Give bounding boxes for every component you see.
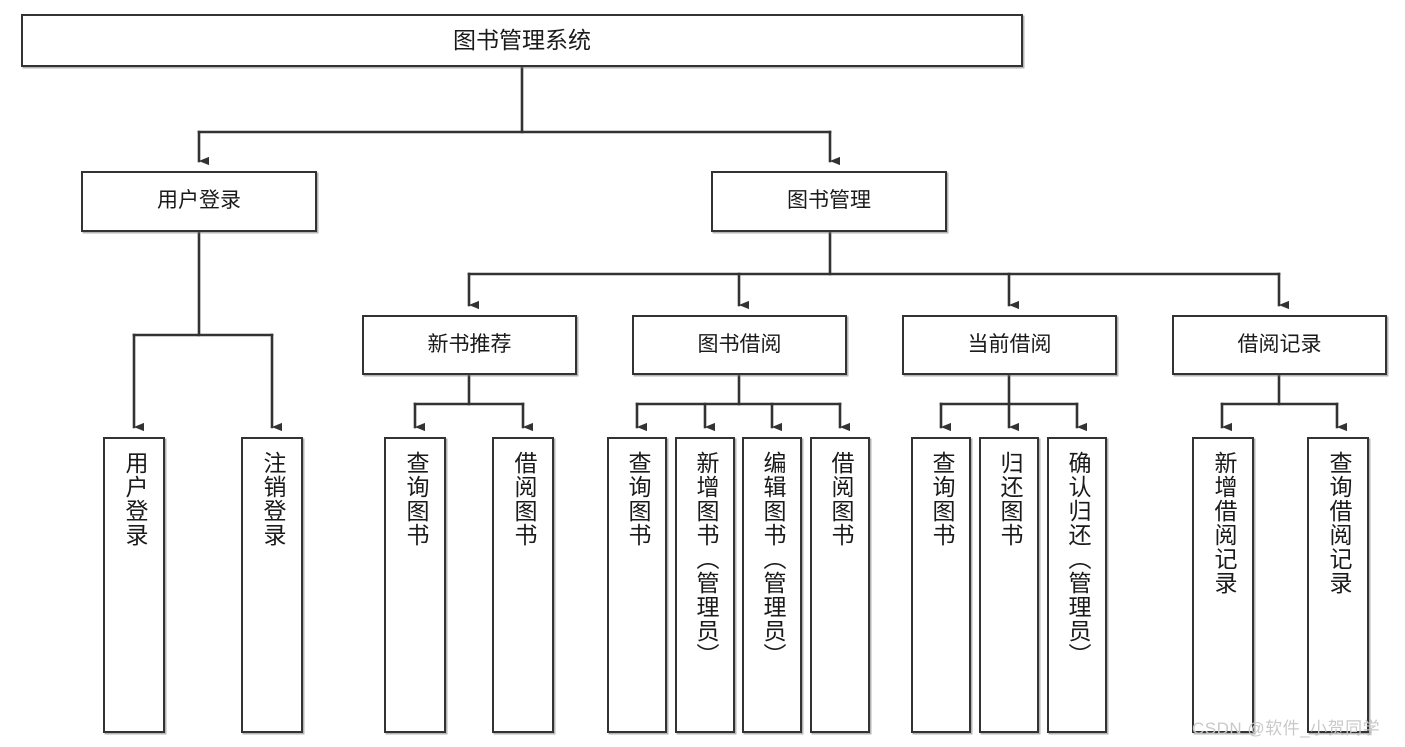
node-label: 借阅记录: [1237, 332, 1322, 356]
node-label: 查询图书: [402, 451, 429, 547]
node-label: 查询图书: [928, 451, 955, 547]
node-label: 编辑图书（管理员）: [759, 451, 786, 667]
leaf-user-login-login[interactable]: 用户登录: [103, 437, 165, 733]
leaf-current-confirm-return-admin[interactable]: 确认归还（管理员）: [1047, 437, 1107, 733]
leaf-user-login-logout[interactable]: 注销登录: [241, 437, 303, 733]
node-label: 归还图书: [996, 451, 1023, 547]
node-current-borrow[interactable]: 当前借阅: [902, 315, 1117, 375]
node-book-management[interactable]: 图书管理: [711, 171, 947, 232]
leaf-borrow-add-book-admin[interactable]: 新增图书（管理员）: [675, 437, 735, 733]
node-root-book-management-system[interactable]: 图书管理系统: [21, 14, 1023, 67]
node-user-login[interactable]: 用户登录: [81, 171, 317, 232]
leaf-current-query-book[interactable]: 查询图书: [911, 437, 971, 733]
node-label: 注销登录: [259, 451, 286, 547]
leaf-current-return-book[interactable]: 归还图书: [979, 437, 1039, 733]
leaf-borrow-borrow-book[interactable]: 借阅图书: [810, 437, 870, 733]
node-label: 查询图书: [624, 451, 651, 547]
node-label: 当前借阅: [967, 332, 1052, 356]
leaf-borrow-query-book[interactable]: 查询图书: [607, 437, 667, 733]
node-label: 新书推荐: [427, 332, 512, 356]
node-label: 图书管理系统: [453, 27, 591, 54]
node-label: 借阅图书: [510, 451, 537, 547]
node-label: 新增借阅记录: [1210, 451, 1237, 595]
node-book-borrow[interactable]: 图书借阅: [632, 315, 847, 375]
leaf-records-query-record[interactable]: 查询借阅记录: [1307, 437, 1369, 733]
node-label: 图书管理: [787, 189, 871, 213]
node-label: 用户登录: [121, 451, 148, 547]
leaf-recommend-query-book[interactable]: 查询图书: [384, 437, 446, 733]
leaf-records-add-record[interactable]: 新增借阅记录: [1192, 437, 1254, 733]
node-new-book-recommend[interactable]: 新书推荐: [362, 315, 577, 375]
node-label: 图书借阅: [697, 332, 782, 356]
node-label: 新增图书（管理员）: [692, 451, 719, 667]
leaf-recommend-borrow-book[interactable]: 借阅图书: [492, 437, 554, 733]
node-label: 确认归还（管理员）: [1064, 451, 1091, 667]
node-borrow-records[interactable]: 借阅记录: [1172, 315, 1387, 375]
node-label: 借阅图书: [827, 451, 854, 547]
leaf-borrow-edit-book-admin[interactable]: 编辑图书（管理员）: [742, 437, 802, 733]
node-label: 用户登录: [157, 189, 241, 213]
node-label: 查询借阅记录: [1325, 451, 1352, 595]
csdn-watermark: CSDN @软件_小贺同学: [1192, 719, 1381, 738]
